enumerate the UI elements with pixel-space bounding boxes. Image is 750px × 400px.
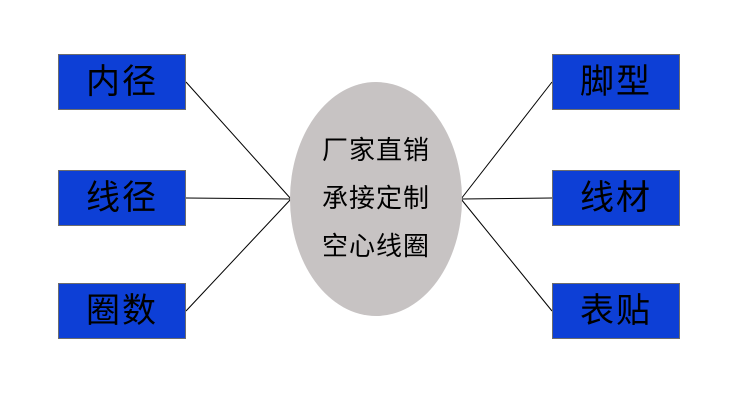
connector-line-left-3	[185, 198, 292, 312]
node-wire-diameter: 线径	[58, 170, 186, 226]
connector-line-left-1	[185, 81, 292, 200]
node-pin-type: 脚型	[552, 54, 680, 110]
connector-line-right-3	[460, 198, 553, 312]
node-turns: 圈数	[58, 283, 186, 339]
connector-line-right-2	[460, 197, 553, 200]
node-label: 脚型	[580, 62, 652, 102]
node-label: 圈数	[86, 291, 158, 331]
center-line-3: 空心线圈	[321, 232, 430, 262]
node-surface-mount: 表贴	[552, 283, 680, 339]
center-oval: 厂家直销 承接定制 空心线圈	[290, 82, 462, 316]
node-inner-diameter: 内径	[58, 54, 186, 110]
center-line-1: 厂家直销	[321, 136, 430, 166]
node-label: 表贴	[580, 291, 652, 331]
node-wire-material: 线材	[552, 170, 680, 226]
node-label: 线材	[580, 178, 652, 218]
center-line-2: 承接定制	[321, 184, 430, 214]
connector-line-right-1	[460, 81, 553, 200]
connector-line-left-2	[185, 197, 292, 200]
node-label: 内径	[86, 62, 158, 102]
node-label: 线径	[86, 178, 158, 218]
